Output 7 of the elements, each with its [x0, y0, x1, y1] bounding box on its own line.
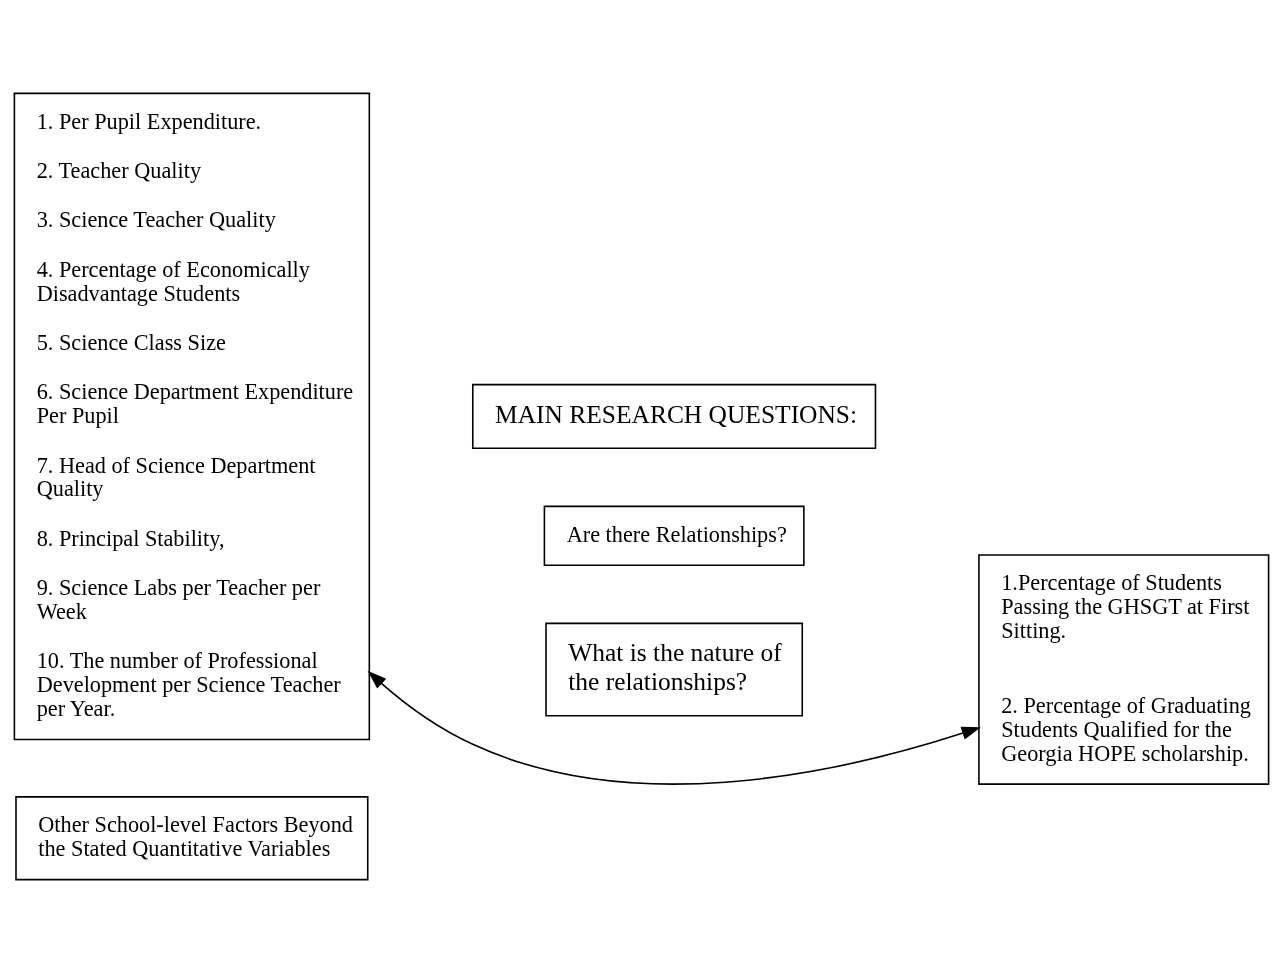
- node-box: Are there Relationships?: [543, 505, 805, 566]
- node-box: 1. Per Pupil Expenditure. 2. Teacher Quality 3. Science Teacher Quality 4. Percentage of Economically Disadvantage Students 5. Science Class Size 6. Science Department Expenditure Per Pupil 7. Head of Science Department Quality 8. Principal Stability, 9. Science Labs per Teacher per Week 10. The number of Professional Development per Science Teacher per Year.: [13, 92, 371, 740]
- node-box: Other School-level Factors Beyond the Stated Quantitative Variables: [15, 795, 369, 880]
- node-box: MAIN RESEARCH QUESTIONS:: [472, 383, 877, 449]
- arrow: [367, 670, 981, 785]
- node-box: 1.Percentage of Students Passing the GHSGT at First Sitting. 2. Percentage of Graduating Students Qualified for the Georgia HOPE scholarship.: [978, 553, 1270, 785]
- node-box: What is the nature of the relationships?: [545, 622, 804, 716]
